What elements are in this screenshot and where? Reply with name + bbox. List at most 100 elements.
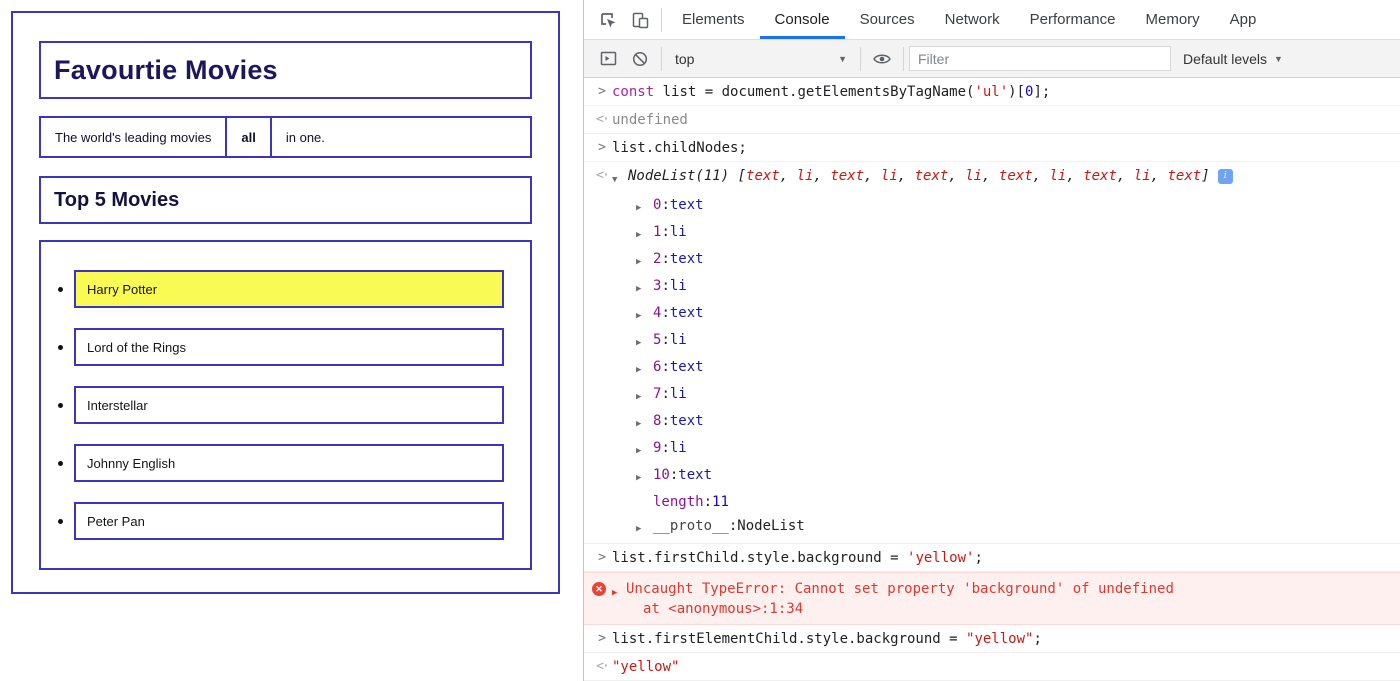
- error-line-2: at <anonymous>:1:34: [643, 601, 804, 617]
- property-value: li: [669, 332, 687, 348]
- tab-app[interactable]: App: [1229, 11, 1257, 28]
- input-chevron-icon: >: [598, 84, 606, 99]
- console-command: list.childNodes;: [612, 140, 747, 156]
- console-object-entry: <· ▼ NodeList(11) [text, li, text, li, t…: [584, 162, 1400, 544]
- expand-caret-icon[interactable]: ▶: [636, 338, 642, 348]
- chevron-down-icon: ▼: [1274, 53, 1283, 64]
- separator: ,: [1066, 168, 1084, 184]
- tab-memory[interactable]: Memory: [1145, 11, 1200, 28]
- tab-sources[interactable]: Sources: [859, 11, 915, 28]
- chevron-down-icon: ▼: [838, 53, 847, 64]
- expand-caret-icon[interactable]: ▶: [636, 419, 642, 429]
- clear-console-icon[interactable]: [624, 43, 656, 75]
- nodelist-proto-row: ▶ __proto__: NodeList: [584, 514, 1400, 541]
- property-value: 11: [712, 494, 729, 510]
- movie-item: Interstellar: [74, 386, 504, 424]
- separator: ,: [1150, 168, 1168, 184]
- preview-node: li: [796, 168, 814, 184]
- console-toolbar: top ▼ Default levels ▼: [584, 40, 1400, 78]
- filter-input[interactable]: [909, 46, 1171, 71]
- movie-item: Johnny English: [74, 444, 504, 482]
- expand-caret-icon[interactable]: ▶: [636, 311, 642, 321]
- nodelist-preview-items: text, li, text, li, text, li, text, li, …: [746, 168, 1201, 184]
- expand-caret-icon[interactable]: ▶: [636, 284, 642, 294]
- nodelist-preview-row: <· ▼ NodeList(11) [text, li, text, li, t…: [584, 162, 1400, 193]
- expand-caret-icon[interactable]: ▶: [636, 365, 642, 375]
- list-item: Lord of the Rings: [41, 328, 530, 366]
- nodelist-length-row: length: 11: [653, 494, 729, 510]
- property-key: 2: [653, 251, 662, 267]
- live-expression-eye-icon[interactable]: [866, 43, 898, 75]
- separator: :: [661, 440, 670, 456]
- separator: :: [661, 278, 670, 294]
- devtools-panel: Elements Console Sources Network Performance…: [583, 0, 1400, 681]
- property-key: 9: [653, 440, 662, 456]
- separator: :: [661, 359, 670, 375]
- tab-console[interactable]: Console: [760, 0, 845, 39]
- property-value: text: [669, 197, 704, 213]
- divider: [661, 46, 662, 71]
- property-value: text: [669, 359, 704, 375]
- bullet-icon: [58, 402, 63, 408]
- property-value: NodeList: [737, 518, 805, 534]
- tab-performance[interactable]: Performance: [1029, 11, 1116, 28]
- device-toolbar-icon[interactable]: [624, 4, 656, 36]
- expand-caret-icon[interactable]: ▶: [636, 524, 642, 534]
- log-levels-select[interactable]: Default levels ▼: [1183, 51, 1283, 67]
- nodelist-preview: NodeList(11) [text, li, text, li, text, …: [628, 166, 1233, 186]
- expand-caret-icon[interactable]: ▶: [636, 230, 642, 240]
- nodelist-children: ▶0: text▶1: li▶2: text▶3: li▶4: text▶5: …: [584, 193, 1400, 490]
- preview-node: li: [965, 168, 983, 184]
- bullet-icon: [58, 460, 63, 466]
- bullet-icon: [58, 286, 63, 292]
- preview-node: text: [746, 168, 780, 184]
- separator: ,: [1032, 168, 1050, 184]
- nodelist-child-row: ▶8: text: [584, 409, 1400, 436]
- property-value: li: [669, 278, 687, 294]
- context-value: top: [675, 50, 695, 67]
- javascript-context-select[interactable]: top ▼: [667, 51, 855, 67]
- console-result: undefined: [612, 112, 688, 128]
- nodelist-child-row: ▶9: li: [584, 436, 1400, 463]
- tab-network[interactable]: Network: [944, 11, 1000, 28]
- expand-caret-icon[interactable]: ▶: [636, 257, 642, 267]
- movie-item: Peter Pan: [74, 502, 504, 540]
- console-result-entry: <· undefined: [584, 106, 1400, 134]
- nodelist-child-row: ▶4: text: [584, 301, 1400, 328]
- preview-node: text: [998, 168, 1033, 184]
- expand-caret-icon[interactable]: ▶: [636, 203, 642, 213]
- separator: :: [661, 332, 670, 348]
- collapse-caret-icon[interactable]: ▼: [612, 175, 618, 185]
- property-value: li: [669, 224, 687, 240]
- preview-node: text: [914, 168, 949, 184]
- movie-item: Lord of the Rings: [74, 328, 504, 366]
- return-arrow-icon: <·: [596, 168, 610, 183]
- nodelist-child-row: ▶1: li: [584, 220, 1400, 247]
- property-key: 7: [653, 386, 662, 402]
- property-value: text: [669, 413, 704, 429]
- expand-caret-icon[interactable]: ▶: [636, 446, 642, 456]
- separator: ,: [779, 168, 797, 184]
- console-sidebar-icon[interactable]: [592, 43, 624, 75]
- property-key: length: [653, 494, 704, 510]
- separator: :: [661, 197, 670, 213]
- expand-caret-icon[interactable]: ▶: [612, 588, 618, 598]
- input-chevron-icon: >: [598, 140, 606, 155]
- preview-node: li: [1049, 168, 1067, 184]
- nodelist-child-row: ▶ 5: li: [584, 328, 1400, 355]
- inspect-element-icon[interactable]: [592, 4, 624, 36]
- tab-elements[interactable]: Elements: [682, 11, 745, 28]
- info-badge-icon: i: [1217, 168, 1233, 184]
- nodelist-child-row: ▶6: text: [584, 355, 1400, 382]
- property-key: 5: [653, 332, 662, 348]
- console-command: list.firstChild.style.background = 'yell…: [612, 550, 983, 566]
- expand-caret-icon[interactable]: ▶: [636, 392, 642, 402]
- bullet-icon: [58, 518, 63, 524]
- separator: :: [661, 386, 670, 402]
- nodelist-child-row: ▶7: li: [584, 382, 1400, 409]
- console-log[interactable]: > const list = document.getElementsByTag…: [584, 78, 1400, 681]
- expand-caret-icon[interactable]: ▶: [636, 473, 642, 483]
- bullet-icon: [58, 344, 63, 350]
